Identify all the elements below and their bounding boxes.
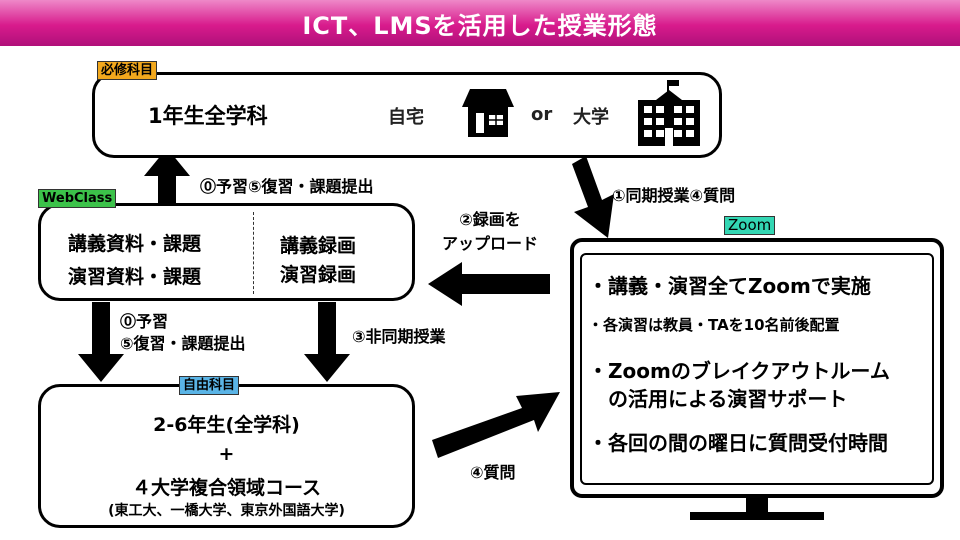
required-audience: 1年生全学科 — [148, 104, 268, 128]
home-label: 自宅 — [388, 107, 424, 128]
sync-question-label: ①同期授業④質問 — [612, 186, 736, 205]
elective-course-tag: 自由科目 — [179, 376, 240, 395]
partner-universities: (東工大、一橋大学、東京外国語大学) — [108, 503, 345, 519]
arrow-upload-left — [428, 262, 550, 306]
four-university-course: ４大学複合領域コース — [131, 477, 322, 499]
zoom-item-3-cont: の活用による演習サポート — [608, 387, 848, 411]
upload-label: ②録画を アップロード — [428, 208, 552, 256]
upload-label-line2: アップロード — [441, 234, 538, 253]
school-icon — [638, 80, 700, 146]
upload-label-line1: ②録画を — [459, 210, 521, 229]
prep-review-lower-label: ⓪予習 ⑤復習・課題提出 — [120, 311, 246, 355]
monitor-stand — [690, 512, 824, 520]
arrow-up-prep-review — [144, 148, 190, 208]
house-icon — [462, 89, 514, 137]
lecture-materials: 講義資料・課題 — [68, 233, 202, 255]
zoom-tag: Zoom — [724, 216, 776, 235]
required-course-tag: 必修科目 — [97, 61, 158, 80]
or-label: or — [531, 104, 553, 125]
async-label: ③非同期授業 — [352, 327, 446, 346]
webclass-tag: WebClass — [38, 189, 117, 208]
prep-review-label: ⓪予習⑤復習・課題提出 — [200, 177, 374, 196]
zoom-item-2: ・各演習は教員・TAを10名前後配置 — [588, 316, 840, 334]
page-title: ICT、LMSを活用した授業形態 — [302, 11, 658, 40]
exercise-recordings: 演習録画 — [280, 264, 357, 286]
prep-label: ⓪予習 — [120, 312, 169, 331]
monitor-frame — [570, 238, 944, 498]
title-banner: ICT、LMSを活用した授業形態 — [0, 0, 960, 46]
plus-sign: + — [218, 443, 235, 465]
lecture-recordings: 講義録画 — [280, 235, 357, 257]
elective-audience: 2-6年生(全学科) — [153, 414, 300, 436]
arrow-down-async — [304, 302, 350, 382]
arrow-question-to-zoom — [432, 392, 560, 458]
zoom-item-1: ・講義・演習全てZoomで実施 — [588, 274, 871, 298]
question-label: ④質問 — [470, 463, 516, 482]
zoom-item-3: ・Zoomのブレイクアウトルーム — [588, 359, 890, 383]
review-label: ⑤復習・課題提出 — [120, 334, 246, 353]
required-course-box — [92, 72, 722, 158]
zoom-item-4: ・各回の間の曜日に質問受付時間 — [588, 431, 888, 455]
arrow-down-prep — [78, 302, 124, 382]
webclass-box — [38, 203, 415, 301]
monitor-screen — [580, 253, 934, 485]
webclass-divider — [253, 212, 254, 294]
monitor-neck — [746, 498, 768, 514]
university-label: 大学 — [573, 107, 609, 128]
exercise-materials: 演習資料・課題 — [68, 266, 202, 288]
arrow-sync-to-zoom — [572, 156, 614, 238]
